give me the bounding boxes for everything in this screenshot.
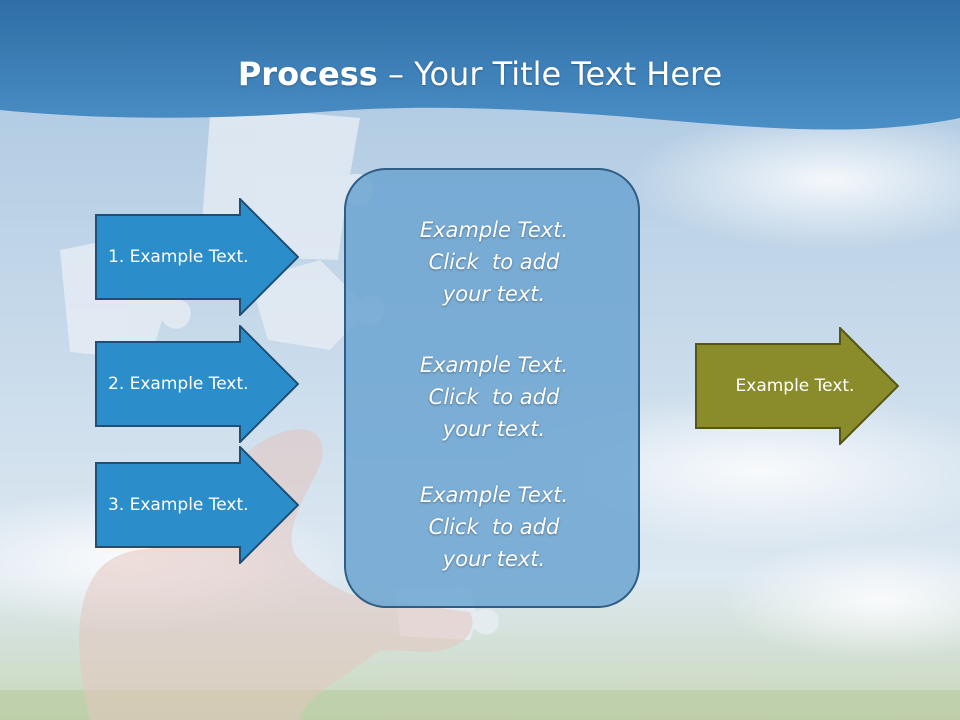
input-arrow-3[interactable]: 3. Example Text. (95, 446, 299, 564)
block-line: Example Text. (419, 353, 569, 377)
center-process-box[interactable]: Example Text. Click to add your text. Ex… (344, 168, 640, 608)
arrow-shape (95, 446, 299, 564)
center-text-block-3[interactable]: Example Text. Click to add your text. (346, 479, 642, 575)
block-line: your text. (442, 417, 546, 441)
arrow-shape (95, 325, 299, 443)
block-line: Click to add (428, 515, 560, 539)
block-line: Example Text. (419, 483, 569, 507)
input-arrow-2[interactable]: 2. Example Text. (95, 325, 299, 443)
output-arrow[interactable]: Example Text. (695, 327, 899, 445)
input-arrow-1[interactable]: 1. Example Text. (95, 198, 299, 316)
slide-title: Process – Your Title Text Here (0, 52, 960, 96)
block-line: Example Text. (419, 218, 569, 242)
block-line: your text. (442, 547, 546, 571)
arrow-shape (695, 327, 899, 445)
input-arrow-label: 1. Example Text. (108, 247, 249, 267)
center-text-block-1[interactable]: Example Text. Click to add your text. (346, 214, 642, 310)
arrow-shape (95, 198, 299, 316)
block-line: Click to add (428, 250, 560, 274)
block-line: Click to add (428, 385, 560, 409)
title-bold: Process (237, 55, 378, 93)
input-arrow-label: 3. Example Text. (108, 495, 249, 515)
block-line: your text. (442, 282, 546, 306)
center-text-block-2[interactable]: Example Text. Click to add your text. (346, 349, 642, 445)
output-arrow-label: Example Text. (735, 376, 855, 396)
title-rest: – Your Title Text Here (377, 55, 723, 93)
input-arrow-label: 2. Example Text. (108, 374, 249, 394)
